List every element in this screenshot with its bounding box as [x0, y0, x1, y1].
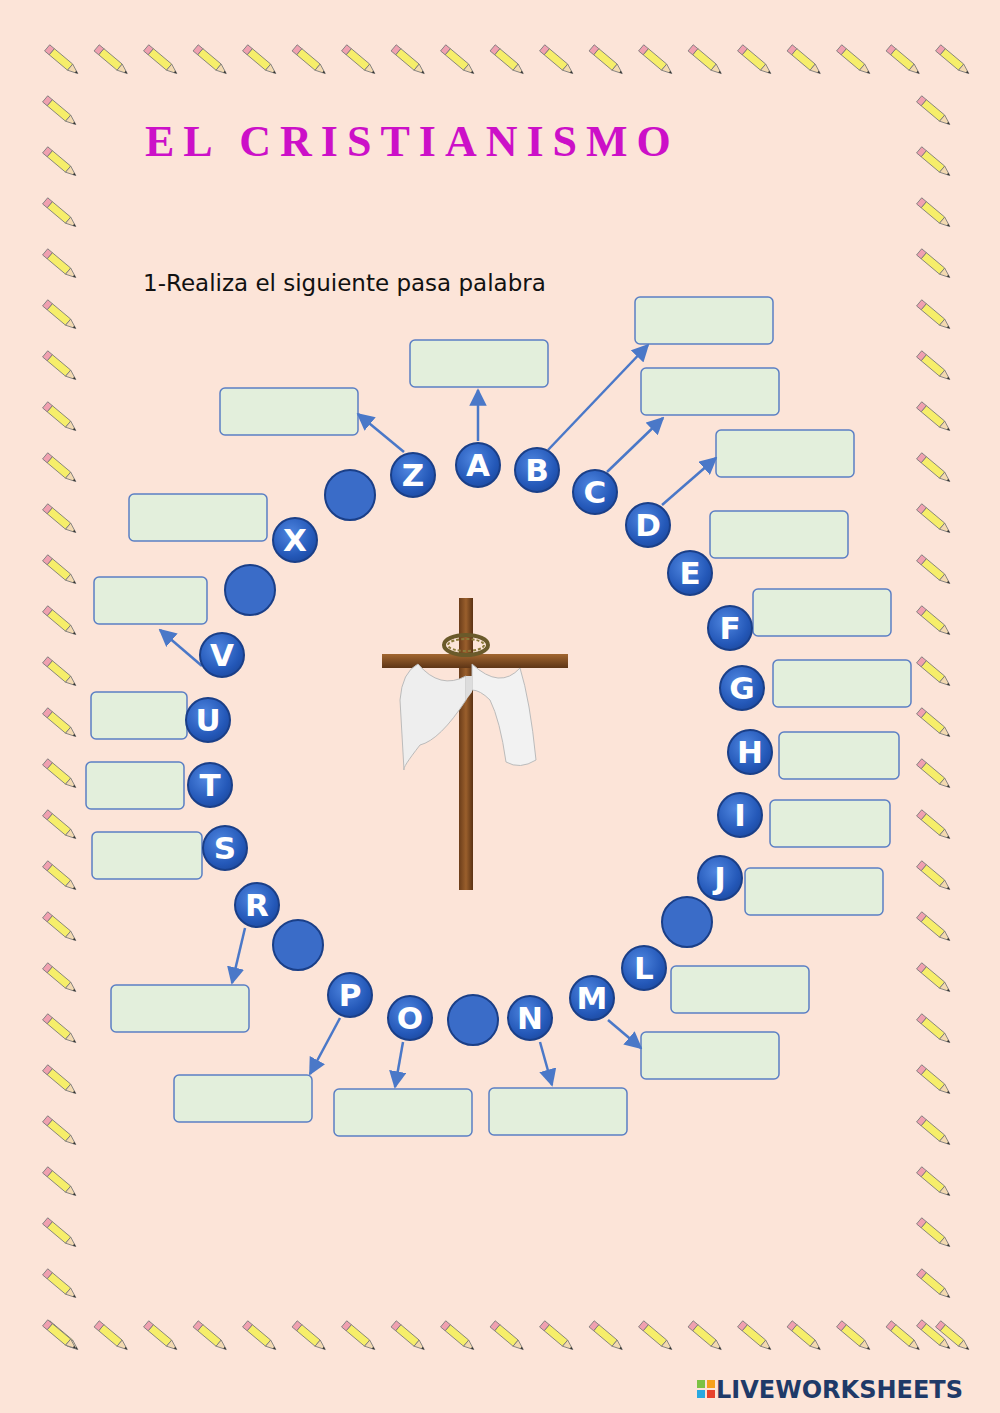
letter: C	[584, 477, 607, 508]
letter: J	[714, 863, 726, 894]
letter-bubble: F	[707, 605, 753, 651]
letter-bubble: C	[572, 469, 618, 515]
letter-bubble: R	[234, 882, 280, 928]
worksheet-title: EL CRISTIANISMO	[145, 116, 680, 167]
letter-bubble: T	[187, 762, 233, 808]
leader-arrows	[160, 345, 716, 1087]
letter-bubble: X	[272, 517, 318, 563]
answer-boxes	[86, 297, 911, 1136]
letter-bubble: V	[199, 632, 245, 678]
letter-bubble: N	[507, 995, 553, 1041]
letter-bubble: M	[569, 975, 615, 1021]
letter: I	[734, 800, 746, 831]
letter: F	[719, 613, 740, 644]
letter-bubble: P	[327, 972, 373, 1018]
letter-bubble: J	[697, 855, 743, 901]
letter: E	[679, 558, 700, 589]
letter: V	[210, 640, 234, 671]
letter-bubble: G	[719, 665, 765, 711]
letter: U	[195, 705, 220, 736]
instruction: 1-Realiza el siguiente pasa palabra	[143, 270, 546, 296]
letter: M	[577, 983, 608, 1014]
letter: B	[525, 455, 549, 486]
letter-bubble: B	[514, 447, 560, 493]
letter-bubble: I	[717, 792, 763, 838]
letter-bubble: A	[455, 442, 501, 488]
letter: L	[634, 953, 654, 984]
letter: A	[466, 450, 490, 481]
letter: N	[517, 1003, 543, 1034]
letter: S	[214, 833, 236, 864]
letter-bubble: O	[387, 995, 433, 1041]
letter: R	[245, 890, 269, 921]
letter: X	[283, 525, 307, 556]
letter: Z	[402, 460, 424, 491]
letter-bubble: U	[185, 697, 231, 743]
letter-bubble: H	[727, 729, 773, 775]
letter-bubble: L	[621, 945, 667, 991]
letter: H	[737, 737, 763, 768]
letter: T	[199, 770, 220, 801]
letter-bubble: Z	[390, 452, 436, 498]
letter: D	[635, 510, 661, 541]
letter-bubble: S	[202, 825, 248, 871]
pencil-border	[43, 45, 972, 1353]
letter: G	[729, 673, 754, 704]
letter: O	[397, 1003, 423, 1034]
watermark-logo	[697, 1380, 715, 1398]
letter: P	[339, 980, 362, 1011]
blank-circles	[225, 470, 712, 1045]
letter-bubble: E	[667, 550, 713, 596]
watermark: LIVEWORKSHEETS	[716, 1376, 963, 1404]
cross-illustration	[382, 598, 568, 890]
letter-bubble: D	[625, 502, 671, 548]
